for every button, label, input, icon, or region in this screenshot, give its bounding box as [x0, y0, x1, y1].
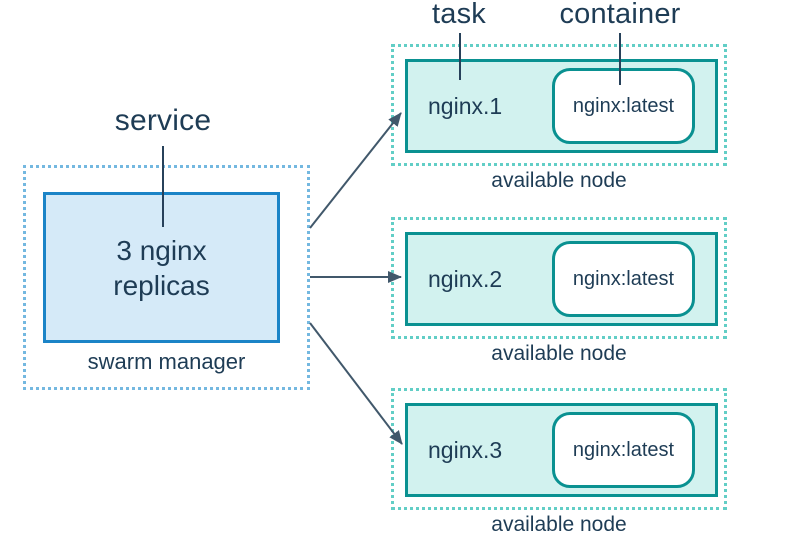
arrow-to-node-1: [309, 112, 402, 229]
node-1-task-name: nginx.1: [428, 92, 503, 119]
node-1-caption: available node: [491, 169, 627, 192]
node-2-available-box: nginx.2 nginx:latest: [391, 217, 727, 339]
node-2-container-box: nginx:latest: [552, 241, 695, 317]
node-2-task-name: nginx.2: [428, 265, 503, 292]
service-box: 3 nginx replicas: [43, 192, 280, 343]
node-3-task-name: nginx.3: [428, 436, 503, 463]
node-3: nginx.3 nginx:latest available node: [391, 388, 727, 537]
node-1-container-box: nginx:latest: [552, 68, 695, 144]
node-2-caption: available node: [491, 342, 627, 365]
node-3-task-box: nginx.3 nginx:latest: [405, 403, 718, 497]
node-1: nginx.1 nginx:latest available node: [391, 44, 727, 193]
swarm-manager-box: 3 nginx replicas swarm manager: [23, 165, 310, 390]
arrow-to-node-3: [309, 322, 403, 445]
node-3-caption: available node: [491, 513, 627, 536]
task-label: task: [432, 0, 486, 30]
node-1-available-box: nginx.1 nginx:latest: [391, 44, 727, 166]
service-label: service: [114, 104, 212, 137]
node-2-task-box: nginx.2 nginx:latest: [405, 232, 718, 326]
node-2: nginx.2 nginx:latest available node: [391, 217, 727, 366]
node-1-task-box: nginx.1 nginx:latest: [405, 59, 718, 153]
node-3-container-image: nginx:latest: [572, 438, 675, 461]
node-1-container-image: nginx:latest: [572, 94, 675, 117]
container-label: container: [559, 0, 681, 30]
node-3-container-box: nginx:latest: [552, 412, 695, 488]
node-2-container-image: nginx:latest: [572, 267, 675, 290]
node-3-available-box: nginx.3 nginx:latest: [391, 388, 727, 510]
swarm-manager-caption: swarm manager: [87, 349, 246, 374]
